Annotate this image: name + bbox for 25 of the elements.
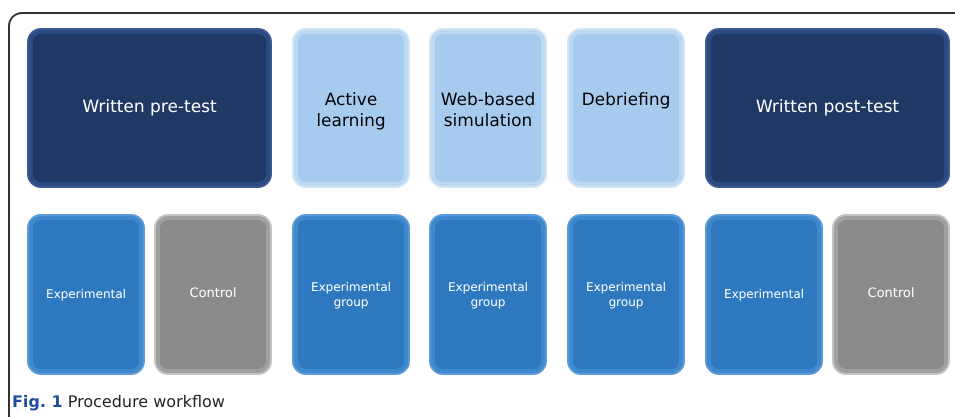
process-box [429,28,547,188]
process-box [567,28,685,188]
box-label: Experimental group [446,280,530,310]
process-box [292,214,410,375]
box-label: Control [868,286,914,303]
process-box [705,28,950,188]
process-box [567,214,685,375]
box-label: Debriefing [582,90,670,112]
box-label: Experimental group [584,280,668,310]
box-label: Web-based simulation [440,90,536,132]
box-label: Experimental [46,287,126,302]
figure-caption: Fig. 1 Procedure workflow [12,391,225,413]
process-box [154,214,272,375]
box-label: Control [190,286,236,303]
process-box [429,214,547,375]
process-box [27,214,145,375]
process-box [705,214,823,375]
box-label: Experimental [724,287,804,302]
process-box [27,28,272,188]
process-box [832,214,950,375]
box-label: Written pre-test [82,97,217,119]
box-label: Experimental group [310,280,392,310]
box-label: Active learning [315,90,387,132]
box-label: Written post-test [756,97,900,119]
process-box [292,28,410,188]
